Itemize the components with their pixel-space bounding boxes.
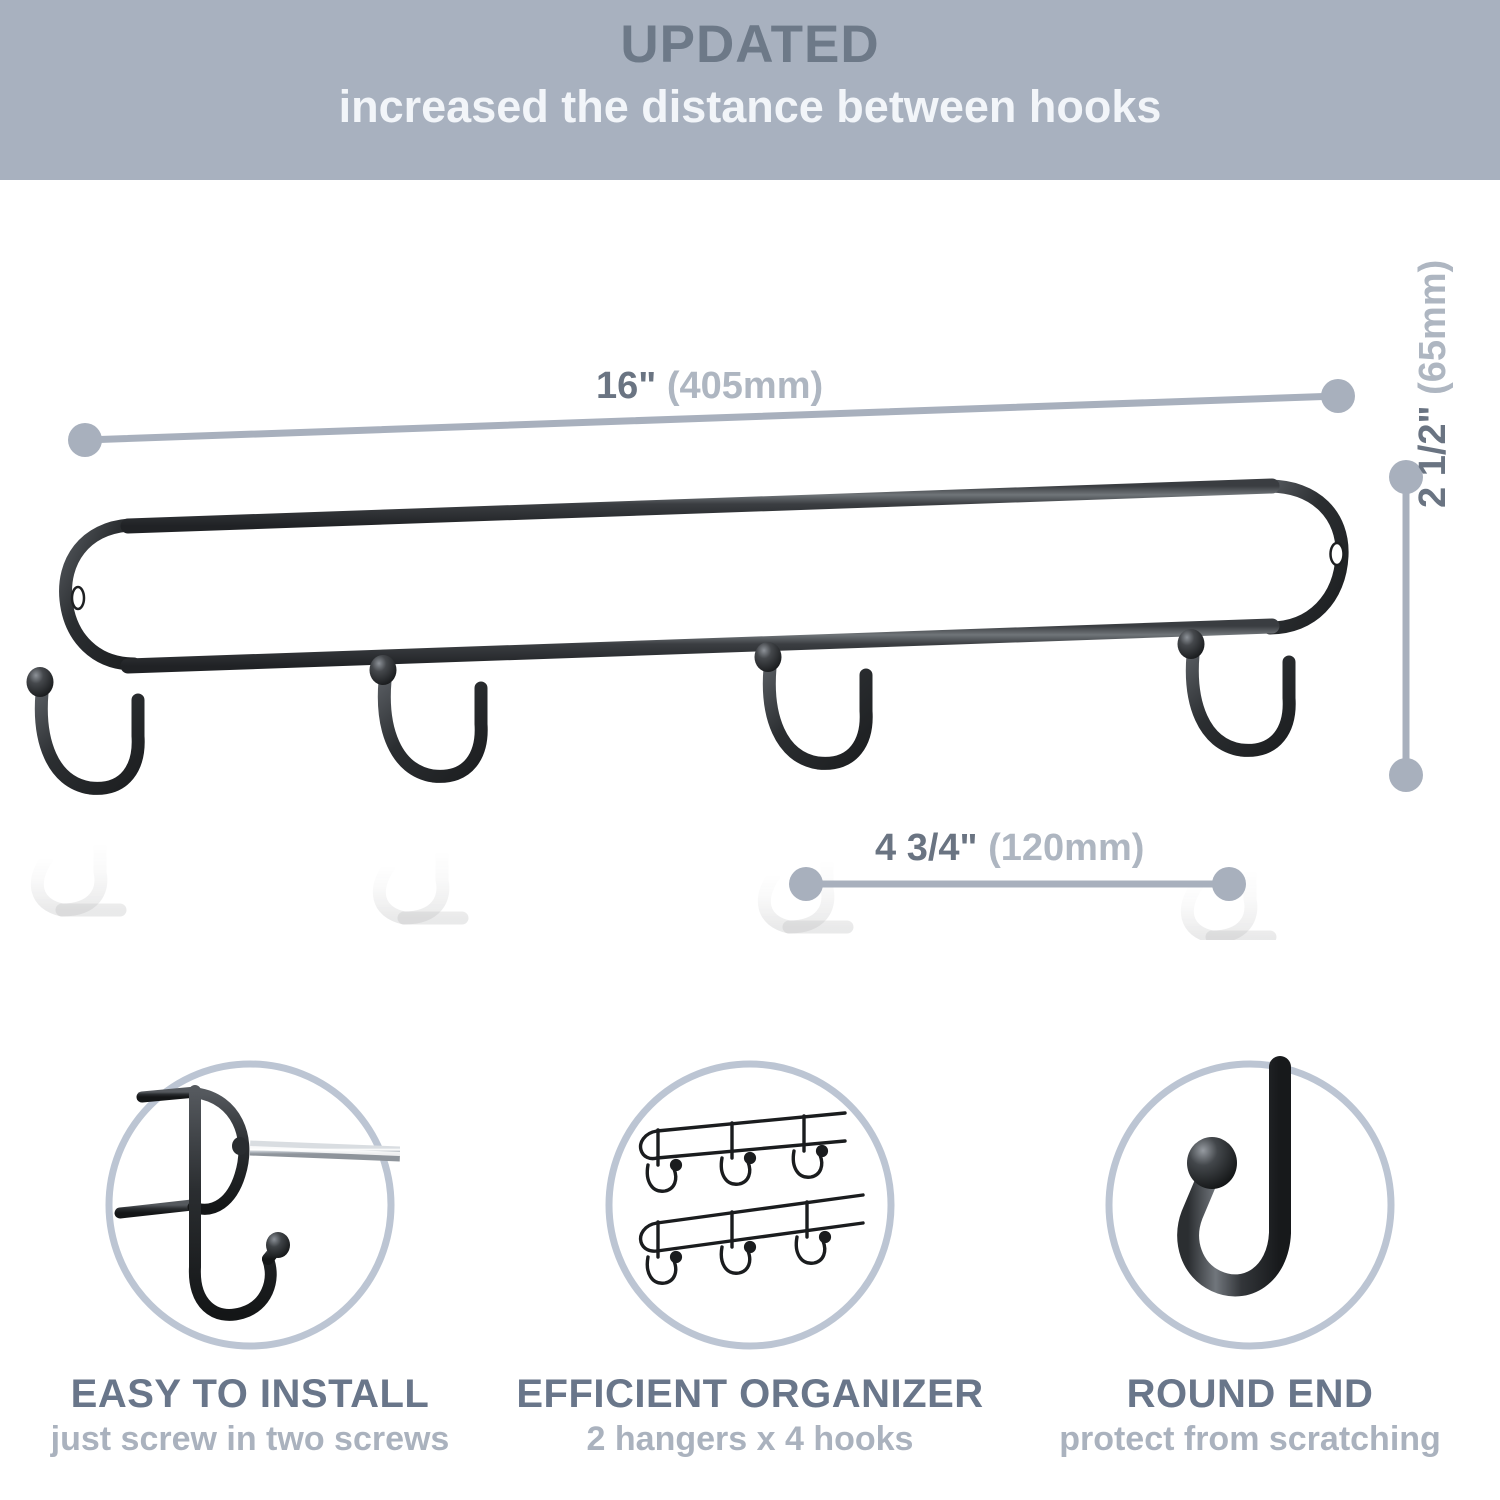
- dimension-endpoint-dot: [789, 867, 823, 901]
- hanger-rack-upper: [638, 1111, 847, 1193]
- page-subtitle: increased the distance between hooks: [338, 81, 1162, 133]
- dimension-endpoint-dot: [1389, 460, 1423, 494]
- feature-title: ROUND END: [1126, 1372, 1374, 1416]
- hook-spacing-inches: 4 3/4": [875, 827, 978, 869]
- dimension-endpoint-dot: [68, 423, 102, 457]
- feature-title: EASY TO INSTALL: [70, 1372, 430, 1416]
- hook-1: [26, 667, 145, 795]
- right-screw-hole: [1329, 541, 1345, 567]
- dimension-endpoint-dot: [1212, 867, 1246, 901]
- height-inches: 2 1/2": [1412, 405, 1454, 508]
- hook-ball-tip: [26, 667, 54, 697]
- width-inches: 16": [596, 365, 657, 407]
- left-end-cap: [59, 518, 141, 671]
- hook-ball-tip: [1177, 629, 1205, 659]
- product-illustration-stage: [0, 180, 1500, 940]
- left-screw-hole: [70, 585, 86, 611]
- right-end-cap: [1261, 479, 1349, 635]
- height-dimension-line: [1389, 460, 1423, 792]
- top-rail: [120, 478, 1280, 534]
- feature-easy-to-install: EASY TO INSTALL just screw in two screws: [0, 1055, 500, 1500]
- dimension-endpoint-dot: [1389, 758, 1423, 792]
- hook-3: [754, 642, 873, 770]
- feature-round-end: ROUND END protect from scratching: [1000, 1055, 1500, 1500]
- bottom-rail: [120, 618, 1280, 674]
- hook-ball-tip: [1187, 1137, 1237, 1189]
- screw-hole: [232, 1137, 248, 1155]
- hook-ball-tip: [266, 1232, 290, 1258]
- feature-title: EFFICIENT ORGANIZER: [516, 1372, 984, 1416]
- feature-subtitle: just screw in two screws: [50, 1420, 450, 1458]
- feature-efficient-organizer: EFFICIENT ORGANIZER 2 hangers x 4 hooks: [500, 1055, 1000, 1500]
- hook-spacing-dimension-label: 4 3/4" (120mm): [875, 827, 1144, 870]
- width-dimension-label: 16" (405mm): [596, 365, 823, 408]
- height-mm: (65mm): [1412, 259, 1454, 395]
- hook-spacing-dimension-line: [789, 867, 1246, 901]
- feature-ring: [605, 1060, 895, 1350]
- screwdriver-install-icon: [100, 1055, 400, 1355]
- height-dimension-label: 2 1/2" (65mm): [1412, 260, 1455, 508]
- hooks-group: [26, 629, 1296, 795]
- hook-ball-tip: [754, 642, 782, 672]
- product-diagram-svg: [26, 379, 1423, 940]
- hook-2: [369, 655, 488, 783]
- two-hangers-icon: [600, 1055, 900, 1355]
- hook-4: [1177, 629, 1296, 757]
- feature-row: EASY TO INSTALL just screw in two screws: [0, 1055, 1500, 1500]
- feature-ring: [1105, 1060, 1395, 1350]
- round-end-hook-icon: [1100, 1055, 1400, 1355]
- width-mm: (405mm): [666, 365, 824, 407]
- product-reflection: [30, 835, 1277, 940]
- feature-ring: [105, 1060, 395, 1350]
- width-dimension-line: [68, 379, 1355, 457]
- header-banner: UPDATED increased the distance between h…: [0, 0, 1500, 180]
- dimension-endpoint-dot: [1321, 379, 1355, 413]
- page-title: UPDATED: [620, 15, 880, 74]
- feature-subtitle: 2 hangers x 4 hooks: [586, 1420, 914, 1458]
- hook-ball-tip: [369, 655, 397, 685]
- hook-spacing-mm: (120mm): [988, 827, 1145, 869]
- feature-subtitle: protect from scratching: [1059, 1420, 1441, 1458]
- hanger-rack-lower: [638, 1193, 865, 1285]
- vertical-posts: [124, 478, 1275, 707]
